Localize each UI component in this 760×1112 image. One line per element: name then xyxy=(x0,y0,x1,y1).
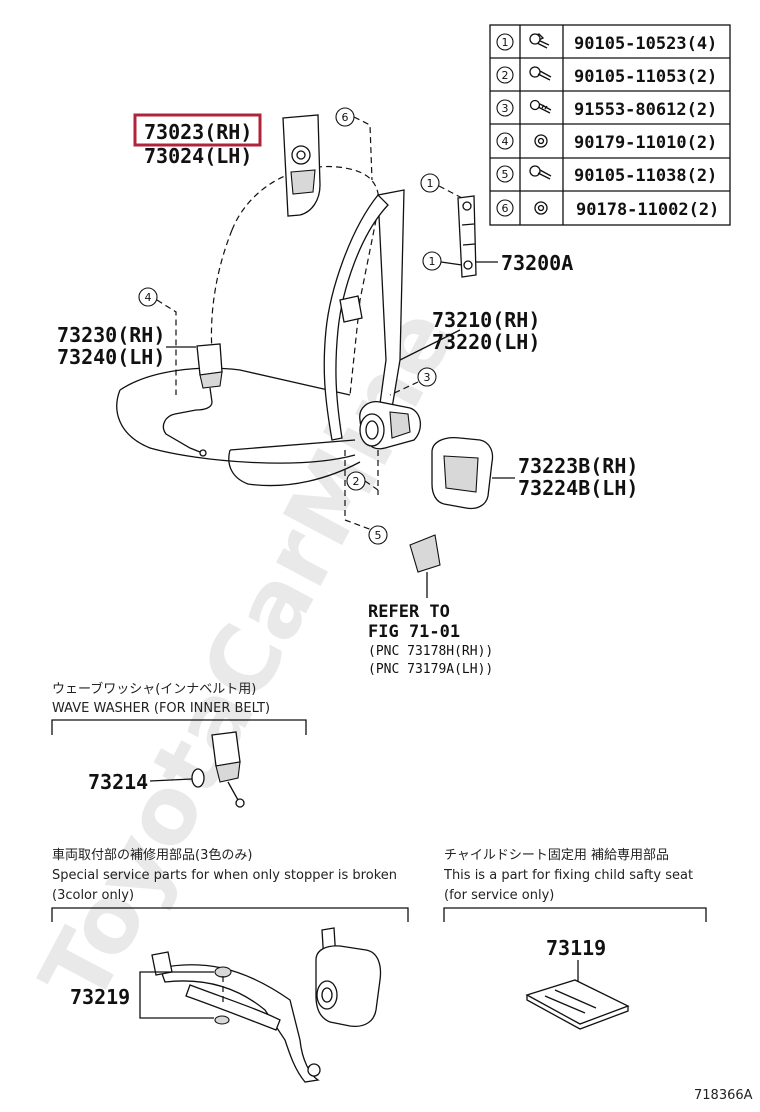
label-belt-rh: 73210(RH) xyxy=(432,308,540,332)
label-buckle-lh: 73240(LH) xyxy=(57,345,165,369)
wave-washer-buckle xyxy=(191,731,245,808)
shoulder-anchor xyxy=(282,114,321,217)
row-number: 5 xyxy=(502,168,509,181)
svg-text:3: 3 xyxy=(424,371,431,384)
callout-1-upper: 1 xyxy=(420,173,463,199)
label-buckle-rh: 73230(RH) xyxy=(57,323,165,347)
part-number: 90105-11053(2) xyxy=(574,67,717,87)
belt-webbing xyxy=(323,189,461,441)
table-row: 5 90105-11038(2) xyxy=(496,165,717,186)
svg-text:5: 5 xyxy=(375,529,382,542)
fastener-table: 1 90105-10523(4) 2 90105-11053(2) 3 xyxy=(489,24,731,226)
child-seat-clip xyxy=(525,979,630,1030)
part-number: 90105-11038(2) xyxy=(574,166,717,186)
callout-2: 2 xyxy=(346,450,379,495)
callout-1-lower: 1 xyxy=(422,251,463,271)
svg-text:1: 1 xyxy=(429,255,436,268)
seat-outline xyxy=(116,166,380,487)
part-number: 90105-10523(4) xyxy=(574,34,717,54)
label-cover-rh: 73223B(RH) xyxy=(518,454,638,478)
label-belt-lh: 73220(LH) xyxy=(432,330,540,354)
retractor xyxy=(359,401,421,450)
svg-text:1: 1 xyxy=(427,177,434,190)
diagram-id: 718366A xyxy=(694,1088,753,1103)
child-seat-jp: チャイルドシート固定用 補給専用部品 xyxy=(444,848,669,863)
retractor-cover xyxy=(431,436,494,510)
callout-6: 6 xyxy=(335,107,373,181)
refer-to: REFER TO xyxy=(368,602,450,622)
row-number: 4 xyxy=(502,135,509,148)
part-number: 90179-11010(2) xyxy=(574,133,717,153)
part-number: 91553-80612(2) xyxy=(574,100,717,120)
flange-bolt-icon xyxy=(529,66,552,81)
bolt-icon xyxy=(529,99,552,114)
table-row: 1 90105-10523(4) xyxy=(496,33,717,54)
svg-text:6: 6 xyxy=(342,111,349,124)
flange-bolt-icon xyxy=(529,33,550,49)
stopper-en1: Special service parts for when only stop… xyxy=(52,868,397,883)
table-row: 4 90179-11010(2) xyxy=(496,132,717,153)
stopper-jp: 車両取付部の補修用部品(3色のみ) xyxy=(52,847,252,863)
refer-pnc-rh: (PNC 73178H(RH)) xyxy=(368,644,493,659)
label-stopper: 73219 xyxy=(70,985,130,1009)
buckle xyxy=(162,343,223,457)
svg-text:4: 4 xyxy=(145,291,152,304)
child-seat-en1: This is a part for fixing child safty se… xyxy=(443,868,693,883)
refer-pnc-lh: (PNC 73179A(LH)) xyxy=(368,662,493,677)
row-number: 6 xyxy=(502,202,509,215)
callout-5: 5 xyxy=(344,450,388,545)
label-adjuster: 73200A xyxy=(501,251,573,275)
label-anchor-lh: 73024(LH) xyxy=(144,144,252,168)
row-number: 1 xyxy=(502,36,509,49)
wave-washer-jp: ウェーブワッシャ(インナベルト用) xyxy=(52,681,256,697)
row-number: 2 xyxy=(502,69,509,82)
svg-text:2: 2 xyxy=(353,475,360,488)
height-adjuster xyxy=(457,195,477,278)
callout-3: 3 xyxy=(389,367,437,396)
wave-washer-en: WAVE WASHER (FOR INNER BELT) xyxy=(52,701,270,716)
nut-icon xyxy=(534,134,548,148)
label-cover-lh: 73224B(LH) xyxy=(518,476,638,500)
highlight-box xyxy=(133,113,262,147)
stopper-en2: (3color only) xyxy=(52,888,134,903)
table-row: 6 90178-11002(2) xyxy=(496,199,719,220)
child-seat-en2: (for service only) xyxy=(444,888,554,903)
table-row: 2 90105-11053(2) xyxy=(496,66,717,87)
table-row: 3 91553-80612(2) xyxy=(496,99,717,120)
label-wave-washer: 73214 xyxy=(88,770,148,794)
stopper-assembly xyxy=(151,927,382,1083)
nut-icon xyxy=(534,201,548,215)
refer-fig: FIG 71-01 xyxy=(368,622,460,642)
callout-4: 4 xyxy=(138,287,177,395)
flange-bolt-icon xyxy=(529,165,552,180)
row-number: 3 xyxy=(502,102,509,115)
refer-part xyxy=(409,534,441,598)
label-anchor-rh: 73023(RH) xyxy=(144,120,252,144)
label-child-seat: 73119 xyxy=(546,936,606,960)
part-number: 90178-11002(2) xyxy=(576,200,719,220)
